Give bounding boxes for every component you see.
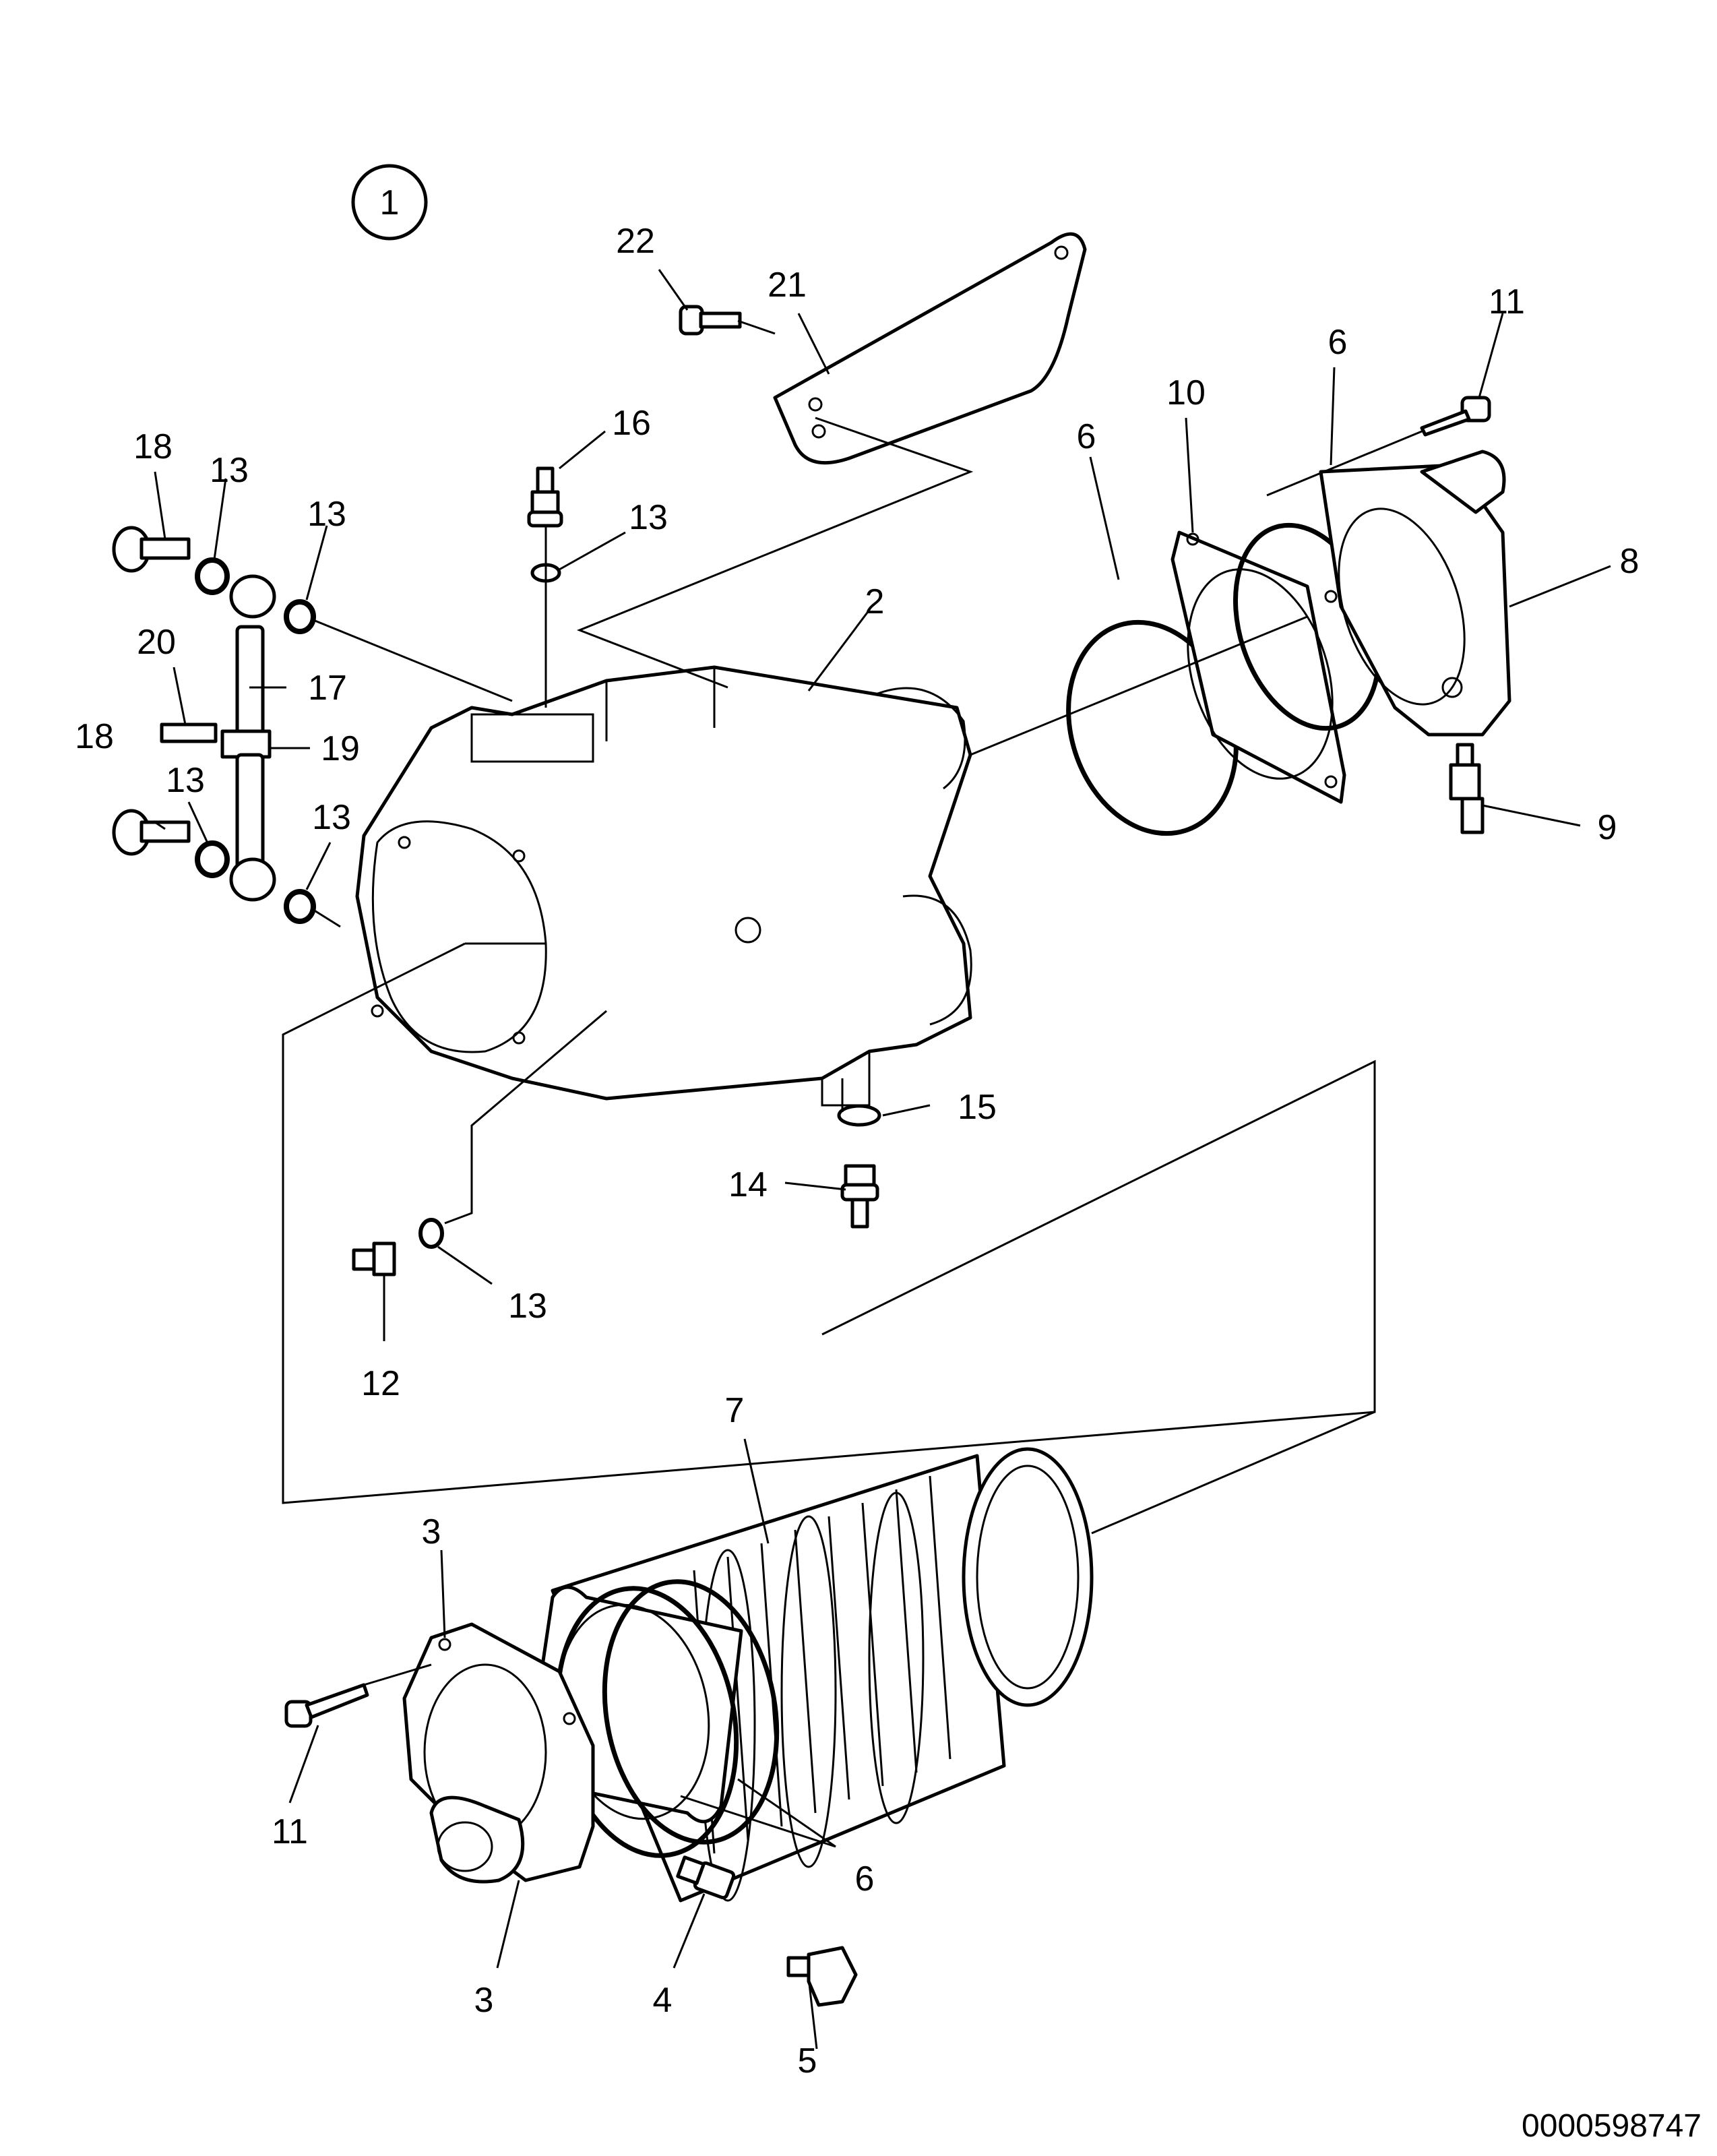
sensor bbox=[352, 1241, 396, 1276]
callout-label: 20 bbox=[137, 623, 176, 662]
bolt bbox=[679, 305, 742, 336]
end-cover bbox=[1319, 450, 1511, 737]
callout-label: 12 bbox=[361, 1364, 400, 1403]
callout-label: 8 bbox=[1620, 542, 1640, 581]
callout-label: 13 bbox=[166, 761, 205, 800]
callout-label: 10 bbox=[1166, 373, 1206, 412]
callout-label: 3 bbox=[474, 1981, 494, 2020]
bolt bbox=[284, 1683, 369, 1728]
sensor bbox=[786, 1946, 858, 2007]
callout-label: 11 bbox=[272, 1812, 308, 1851]
o-ring bbox=[418, 1218, 444, 1249]
callout-label: 13 bbox=[312, 798, 351, 837]
callout-label: 21 bbox=[768, 266, 807, 305]
callout-label: 5 bbox=[798, 2041, 817, 2081]
callout-label: 4 bbox=[653, 1981, 673, 2020]
oil-line-assembly bbox=[112, 526, 316, 924]
plug bbox=[676, 1855, 736, 1900]
document-number: 0000598747 bbox=[1522, 2108, 1702, 2144]
fitting bbox=[840, 1164, 879, 1229]
fitting bbox=[527, 466, 563, 528]
callout-label: 22 bbox=[616, 222, 655, 261]
bolt bbox=[1420, 396, 1491, 437]
callout-label: 6 bbox=[1328, 323, 1348, 362]
callout-label: 18 bbox=[133, 427, 173, 466]
callout-label: 15 bbox=[958, 1088, 997, 1127]
callout-label: 13 bbox=[508, 1287, 547, 1326]
callout-label: 13 bbox=[307, 495, 346, 534]
callout-label: 7 bbox=[725, 1391, 745, 1430]
bracket bbox=[773, 232, 1087, 465]
washer bbox=[837, 1104, 881, 1127]
main-housing bbox=[355, 665, 972, 1107]
callout-label: 13 bbox=[210, 451, 249, 490]
view-marker-label: 1 bbox=[380, 183, 400, 222]
callout-label: 3 bbox=[422, 1512, 441, 1551]
o-ring bbox=[602, 1579, 780, 1845]
callout-label: 2 bbox=[865, 582, 885, 621]
callout-label: 18 bbox=[75, 717, 114, 756]
callout-label: 6 bbox=[1077, 417, 1096, 456]
sensor bbox=[1449, 743, 1485, 834]
gasket-plate bbox=[1170, 530, 1346, 804]
callout-label: 13 bbox=[629, 498, 668, 537]
view-marker: 1 bbox=[351, 164, 428, 241]
callout-labels: 22 21 11 6 10 6 16 18 13 13 13 8 2 20 17… bbox=[75, 222, 1639, 2081]
end-cover bbox=[402, 1622, 595, 1884]
callout-label: 17 bbox=[308, 669, 347, 708]
callout-label: 6 bbox=[855, 1859, 875, 1899]
callout-label: 16 bbox=[612, 404, 651, 443]
callout-label: 9 bbox=[1598, 808, 1617, 847]
callout-label: 19 bbox=[321, 729, 360, 768]
leader-lines bbox=[154, 269, 1611, 2050]
callout-label: 14 bbox=[728, 1165, 768, 1204]
callout-label: 11 bbox=[1489, 282, 1525, 321]
